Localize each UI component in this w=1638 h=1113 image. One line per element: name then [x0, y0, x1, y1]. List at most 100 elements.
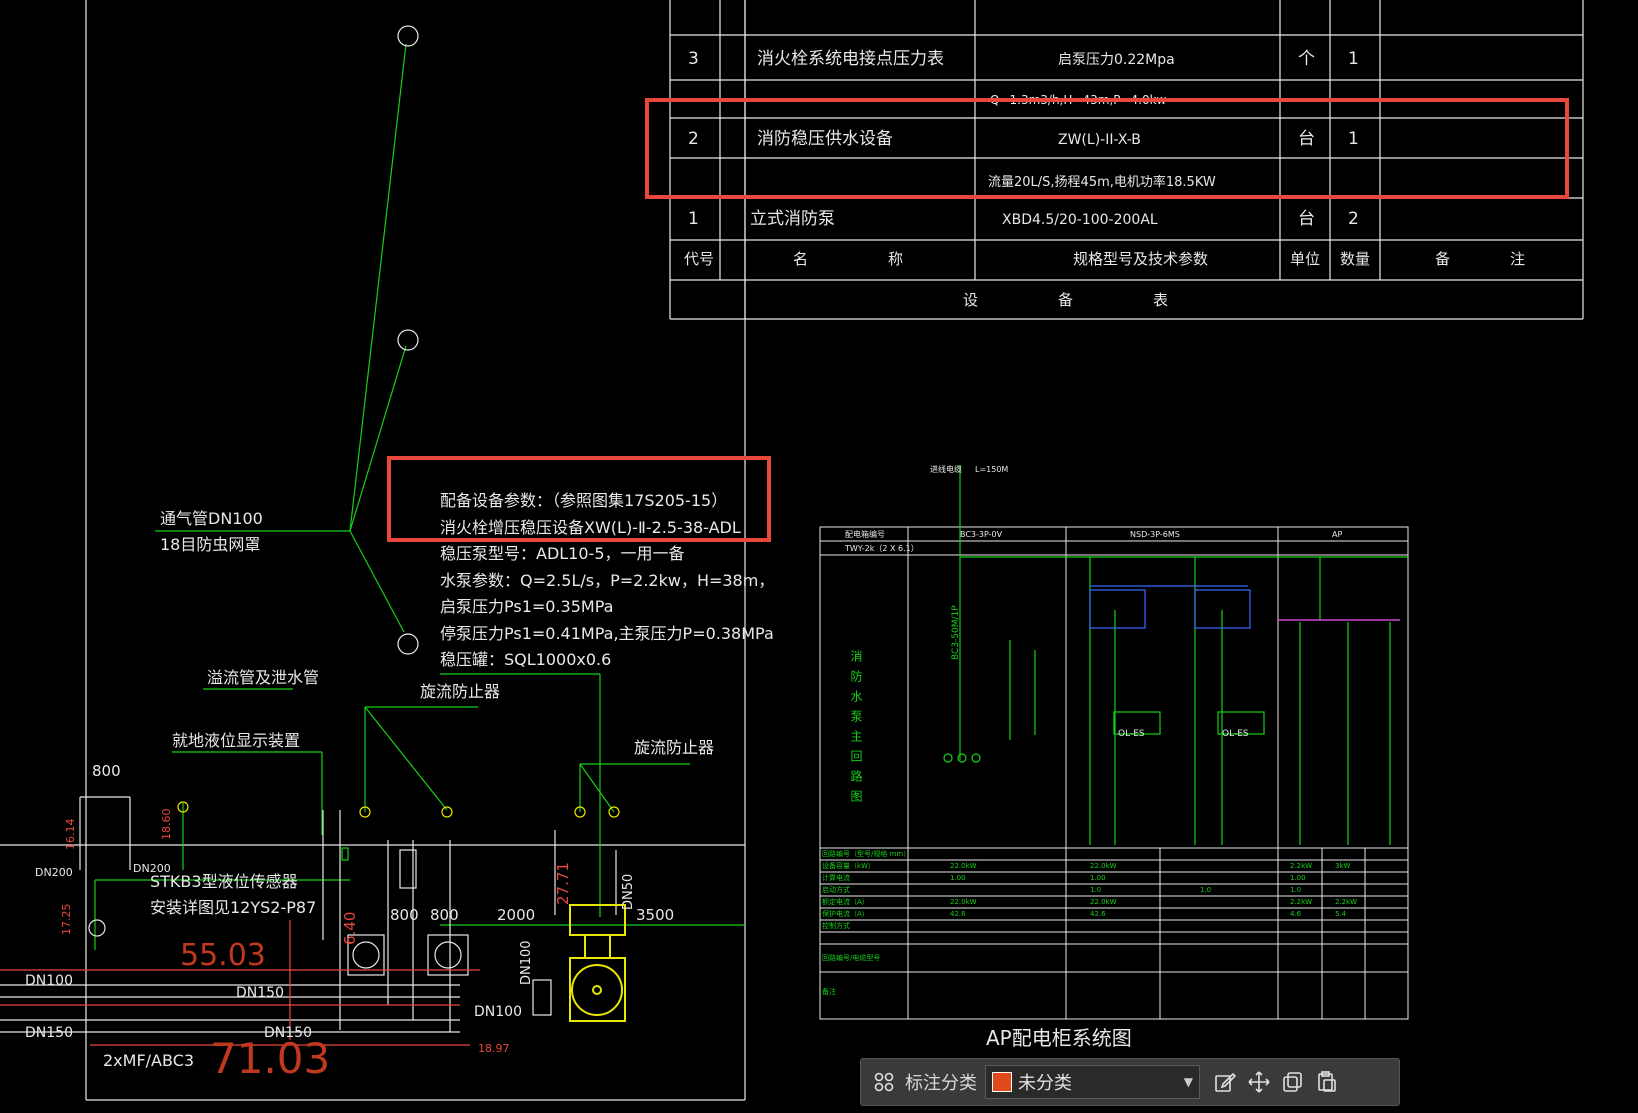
label-overflow: 溢流管及泄水管	[207, 668, 319, 687]
elec-val-16: 4.6	[1290, 910, 1302, 918]
hdr-name-a: 名	[793, 250, 808, 268]
move-icon[interactable]	[1242, 1065, 1276, 1099]
footer-b: 备	[1058, 291, 1073, 309]
elev-55-03: 55.03	[180, 938, 266, 973]
label-sensor-a: STKB3型液位传感器	[150, 872, 298, 891]
hdr-unit: 单位	[1290, 250, 1320, 268]
elec-val-9: 1.0	[1290, 886, 1301, 894]
pipework	[0, 796, 617, 1033]
red-pipes	[0, 920, 480, 1046]
note-line-3: 稳压泵型号：ADL10-5，一用一备	[440, 544, 685, 563]
row1-name: 立式消防泵	[750, 209, 835, 229]
elec-val-5: 1.00	[1090, 874, 1106, 882]
elec-top-label-3: 配电箱编号	[845, 529, 885, 539]
valves	[88, 801, 620, 950]
elec-top-label-7: AP	[1332, 530, 1342, 539]
label-vortex-1: 旋流防止器	[420, 682, 500, 701]
row1-spec: XBD4.5/20-100-200AL	[1002, 212, 1158, 228]
elec-val-1: 22.0kW	[1090, 862, 1117, 870]
electrical-diagram: 进线电缆 L=150M 配电箱编号 TWY-2k（2 X 6.1） BC3-3P…	[819, 464, 1409, 1050]
elec-side-title: 消防水泵主回路图	[849, 650, 863, 810]
vent-pipe-lines	[95, 25, 745, 926]
elec-val-3: 3kW	[1335, 862, 1351, 870]
dim-dn150-a: DN150	[236, 985, 284, 1001]
dim-dn150-c: DN150	[264, 1025, 312, 1041]
dim-800-c: 800	[430, 906, 459, 924]
elec-row-5: 保护电流（A）	[822, 909, 869, 918]
category-color-swatch	[992, 1072, 1012, 1092]
dim-17-25: 17.25	[60, 904, 73, 936]
elec-val-14: 42.6	[950, 910, 966, 918]
row2-name: 消防稳压供水设备	[757, 129, 893, 149]
highlight-box-notes	[387, 456, 771, 542]
elec-val-15: 42.6	[1090, 910, 1106, 918]
chevron-down-icon: ▼	[1183, 1075, 1193, 1089]
elec-row-2: 计算电流	[822, 873, 850, 882]
elec-row-1: 设备容量（kW）	[822, 861, 875, 870]
annotation-toolbar: 标注分类 未分类 ▼	[860, 1058, 1400, 1106]
elec-val-10: 22.0kW	[950, 898, 977, 906]
dim-18-97: 18.97	[478, 1042, 510, 1055]
dimension-vertical-labels: 17.25 16.14 18.60 27.71 6.40 DN100 DN50	[60, 809, 636, 986]
dim-dn100-c: DN100	[519, 940, 534, 985]
row1-no: 1	[688, 209, 699, 229]
label-vent-pipe: 通气管DN100	[160, 509, 263, 528]
elec-top-label-4: TWY-2k（2 X 6.1）	[844, 544, 919, 553]
category-select[interactable]: 未分类 ▼	[985, 1065, 1200, 1099]
elec-row-3: 启动方式	[822, 885, 850, 894]
dimension-labels: 800 800 800 2000 3500 DN200 DN200 DN100 …	[25, 762, 674, 1083]
elec-val-12: 2.2kW	[1290, 898, 1312, 906]
row3-name: 消火栓系统电接点压力表	[757, 49, 944, 69]
grid-icon[interactable]	[867, 1065, 901, 1099]
label-vortex-2: 旋流防止器	[634, 738, 714, 757]
row1-unit: 台	[1298, 209, 1315, 229]
equipment-table-text: 3 消火栓系统电接点压力表 启泵压力0.22Mpa 个 1 Q=1.3m3/h,…	[684, 49, 1525, 309]
hdr-note-b: 注	[1510, 250, 1525, 268]
elec-val-6: 1.00	[1290, 874, 1306, 882]
row3-unit: 个	[1298, 49, 1315, 69]
elec-row-7: 回路编号/电缆型号	[822, 953, 880, 962]
hdr-qty: 数量	[1340, 250, 1370, 268]
note-line-1: 配备设备参数：（参照图集17S205-15）	[440, 491, 727, 510]
hdr-name-b: 称	[888, 250, 903, 268]
label-extinguisher: 2xMF/ABC3	[103, 1051, 194, 1070]
elec-val-7: 1.0	[1090, 886, 1101, 894]
elec-val-4: 1.00	[950, 874, 966, 882]
hdr-no: 代号	[684, 250, 714, 268]
label-level-display: 就地液位显示装置	[172, 731, 300, 750]
elec-val-17: 5.4	[1335, 910, 1347, 918]
elec-top-label-2: L=150M	[975, 465, 1008, 474]
note-line-4: 水泵参数：Q=2.5L/s，P=2.2kw，H=38m，	[440, 571, 774, 590]
row2-no: 2	[688, 129, 699, 149]
dim-800-a: 800	[92, 762, 121, 780]
equipment-notes: 配备设备参数：（参照图集17S205-15） 消火栓增压稳压设备XW(L)-Ⅱ-…	[440, 491, 774, 669]
elec-row-6: 控制方式	[822, 921, 850, 930]
row3-qty: 1	[1348, 49, 1359, 69]
dim-6-40: 6.40	[341, 912, 359, 945]
row1-qty: 2	[1348, 209, 1359, 229]
elec-module-1: OL-ES	[1118, 729, 1145, 739]
footer-a: 设	[963, 291, 978, 309]
elec-val-0: 22.0kW	[950, 862, 977, 870]
elec-row-8: 备注	[822, 987, 836, 996]
hdr-note-a: 备	[1435, 250, 1450, 268]
dim-3500: 3500	[636, 906, 674, 924]
edit-icon[interactable]	[1208, 1065, 1242, 1099]
elec-module-2: OL-ES	[1222, 729, 1249, 739]
row2-unit: 台	[1298, 129, 1315, 149]
elec-top-label-5: BC3-3P-0V	[960, 530, 1003, 539]
dim-dn50: DN50	[621, 874, 636, 910]
elec-val-11: 22.0kW	[1090, 898, 1117, 906]
dim-dn150-b: DN150	[25, 1025, 73, 1041]
row-pump-spec: 流量20L/S,扬程45m,电机功率18.5KW	[988, 174, 1216, 190]
elec-top-label-1: 进线电缆	[930, 464, 962, 474]
copy-icon[interactable]	[1276, 1065, 1310, 1099]
dim-dn200-b: DN200	[133, 862, 171, 875]
elec-diagram-title: AP配电柜系统图	[986, 1026, 1132, 1050]
footer-c: 表	[1153, 291, 1168, 309]
paste-icon[interactable]	[1310, 1065, 1344, 1099]
row2-spec: ZW(L)-II-X-B	[1058, 132, 1141, 148]
dim-18-60: 18.60	[160, 809, 173, 841]
elev-71-03: 71.03	[210, 1034, 330, 1083]
